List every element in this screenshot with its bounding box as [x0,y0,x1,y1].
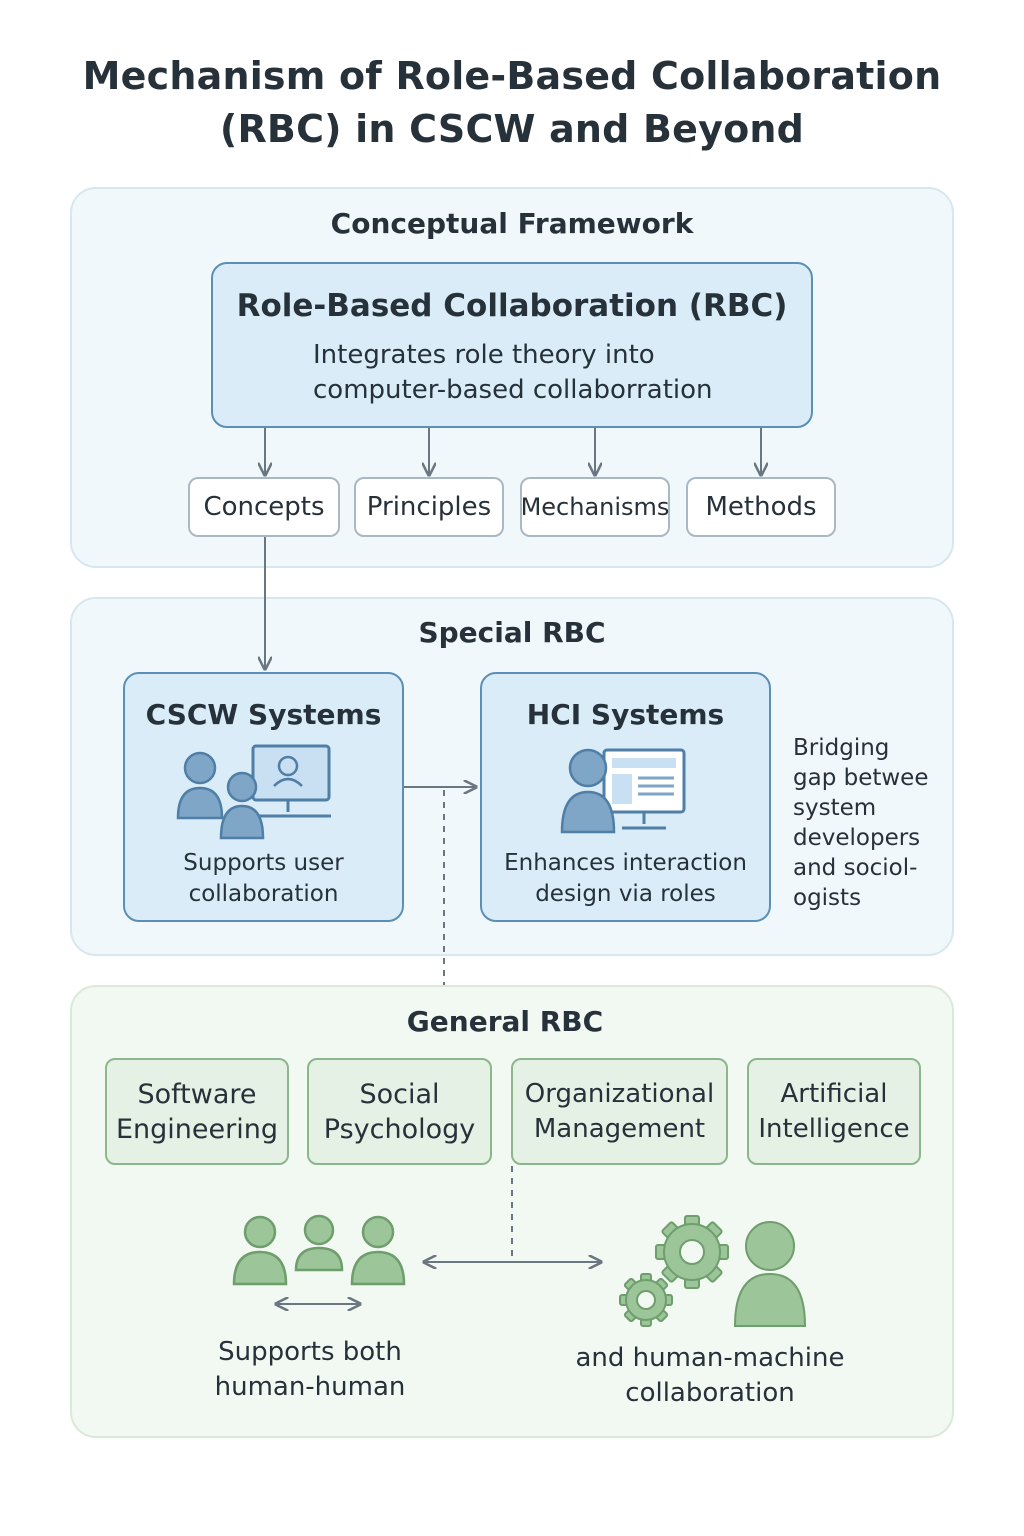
cscw-systems-box: CSCW Systems Supports user collaboration [123,672,404,922]
domain-line-1: Organizational [524,1078,715,1109]
cscw-description-line-2: collaboration [188,881,339,907]
rbc-description-line-1: Integrates role theory into [313,340,655,370]
mechanisms-box: Mechanisms [520,477,670,537]
human-machine-line-1: and human-machine [575,1343,845,1373]
general-rbc-heading: General RBC [406,1005,604,1038]
cscw-systems-title: CSCW Systems [145,698,382,731]
cscw-systems-description: Supports user collaboration [125,848,402,910]
group-of-people-icon [232,1214,406,1286]
methods-box: Methods [686,477,836,537]
human-machine-caption: and human-machine collaboration [560,1341,860,1411]
domain-line-1: Artificial [780,1078,888,1109]
bridging-note-line-4: developers [793,825,921,851]
bridging-note-line-2: gap betwee [793,765,929,791]
domain-line-2: Engineering [116,1113,278,1145]
concepts-box: Concepts [188,477,340,537]
bridging-note-line-6: ogists [793,885,862,911]
hci-systems-description: Enhances interaction design via roles [482,848,769,910]
human-human-line-2: human-human [214,1372,406,1402]
domain-line-2: Intelligence [758,1113,910,1144]
bridging-note-line-5: and sociol- [793,855,918,881]
domain-line-1: Social [359,1078,440,1110]
human-human-caption: Supports both human-human [180,1335,440,1405]
human-machine-line-2: collaboration [625,1378,795,1408]
cscw-description-line-1: Supports user [183,850,344,876]
hci-description-line-1: Enhances interaction [504,850,747,876]
domain-line-2: Psychology [323,1113,476,1145]
special-rbc-heading: Special RBC [418,616,606,649]
domain-line-2: Management [533,1113,706,1144]
rbc-box: Role-Based Collaboration (RBC) Integrate… [211,262,813,428]
hci-systems-title: HCI Systems [526,698,725,731]
human-human-line-1: Supports both [218,1337,402,1367]
users-monitor-icon [176,744,331,840]
rbc-description-line-2: computer-based collaborration [313,375,713,405]
hci-systems-box: HCI Systems Enhances interaction design … [480,672,771,922]
rbc-description: Integrates role theory into computer-bas… [313,338,713,408]
page-title-line-2: (RBC) in CSCW and Beyond [219,107,805,151]
conceptual-framework-heading: Conceptual Framework [330,207,694,240]
gears-and-person-icon [619,1215,807,1327]
hci-description-line-2: design via roles [535,881,716,907]
bridging-note-line-3: system [793,795,877,821]
domain-line-1: Software [137,1078,257,1110]
bridging-note: Bridging gap betwee system developers an… [793,733,928,913]
principles-box: Principles [354,477,504,537]
user-interface-icon [560,748,686,834]
rbc-title: Role-Based Collaboration (RBC) [236,288,788,324]
bridging-note-line-1: Bridging [793,735,890,761]
page-title-line-1: Mechanism of Role-Based Collaboration [82,54,942,98]
